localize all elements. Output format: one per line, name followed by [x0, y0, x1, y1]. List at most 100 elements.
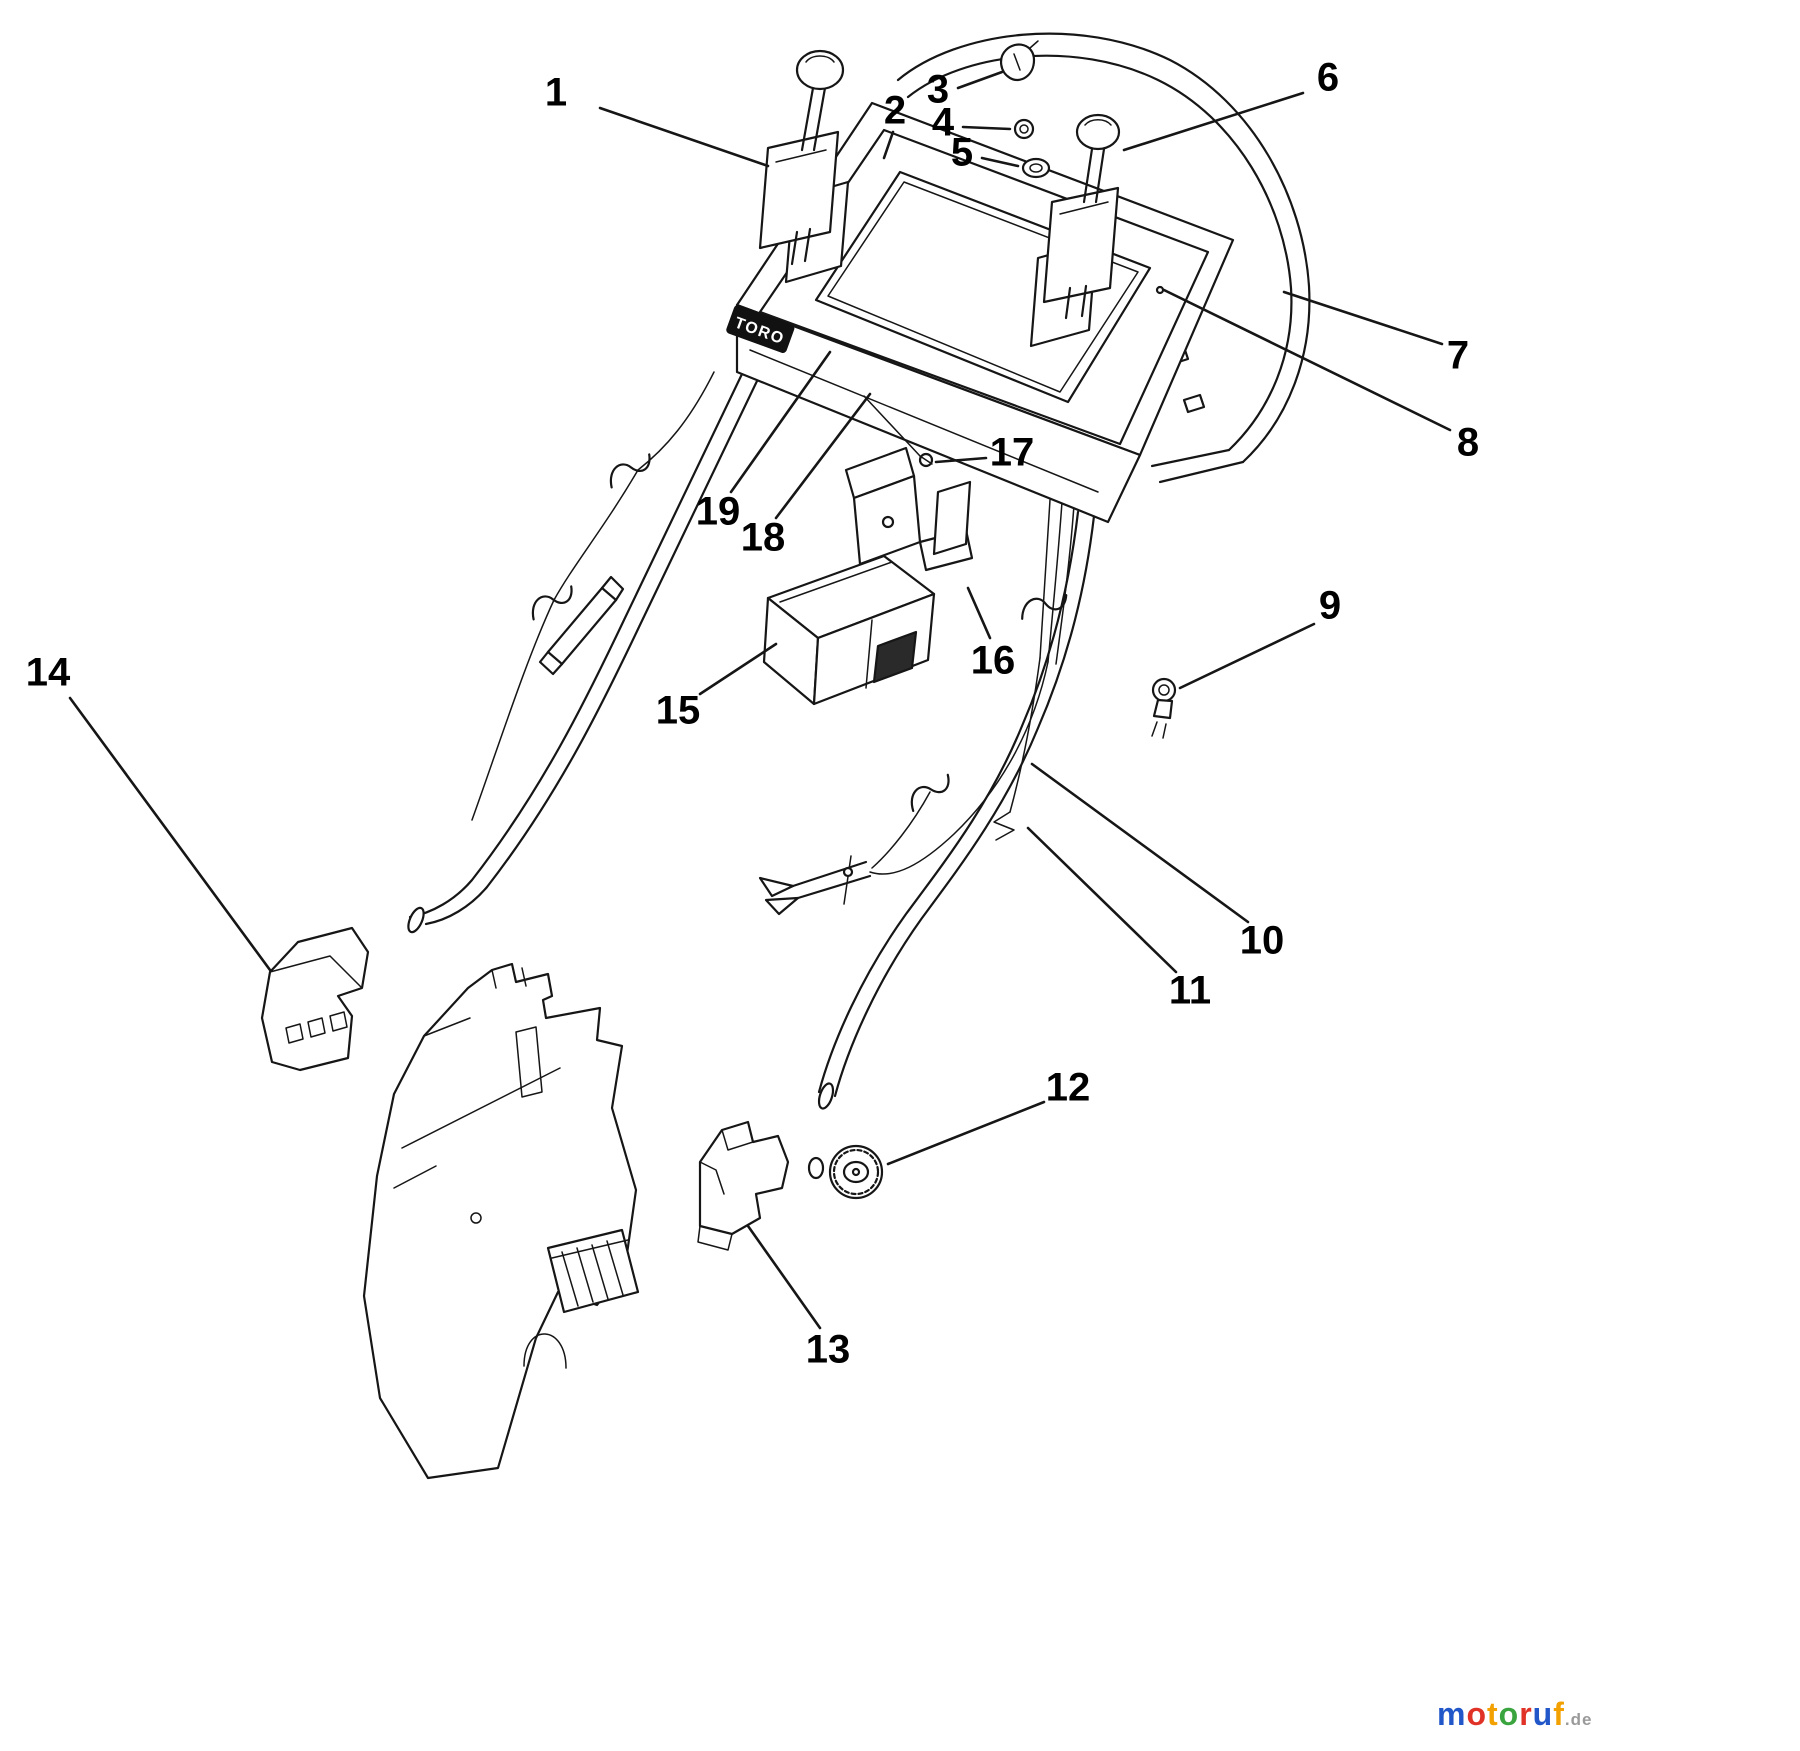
door-tab-line	[491, 969, 497, 989]
callout-number-8: 8	[1457, 421, 1479, 465]
fork-prong	[764, 896, 800, 916]
connector-slot	[307, 1017, 326, 1038]
brand-badge-plate	[726, 305, 795, 353]
cable-clip	[1021, 594, 1068, 620]
tube-end-cap	[407, 906, 425, 934]
frame-clip	[1182, 393, 1206, 414]
left-wire	[637, 371, 715, 471]
washer-hole	[1029, 163, 1043, 173]
hinge-rib	[576, 1247, 594, 1303]
callout-number-7: 7	[1447, 334, 1469, 378]
callout-leader-18	[774, 392, 872, 520]
connector-slot	[285, 1023, 304, 1044]
plug-terminal	[1162, 723, 1167, 739]
callout-leader-10	[1030, 762, 1250, 924]
cable-clip	[609, 453, 651, 489]
washer-part	[1021, 157, 1051, 179]
tube-strap-tab	[600, 575, 625, 602]
right-cable-end-run	[1009, 657, 1041, 813]
right-cable	[1039, 499, 1051, 659]
console-recess-inner	[827, 181, 1139, 393]
frame-lower-arm	[1158, 460, 1245, 484]
callout-leader-13	[746, 1224, 822, 1330]
key-slot	[1013, 53, 1021, 71]
callout-leader-6	[1122, 91, 1305, 152]
door-fold	[423, 1017, 471, 1037]
watermark-letter: o	[1498, 1696, 1520, 1732]
knob-highlight	[805, 55, 835, 63]
right-cable	[1055, 504, 1075, 665]
console-front-groove	[749, 349, 1099, 493]
callout-number-14: 14	[26, 651, 71, 695]
cable-z-end	[993, 811, 1015, 841]
door-slot	[515, 1026, 543, 1098]
right-control-lever[interactable]	[1042, 113, 1121, 320]
watermark[interactable]: motoruf.de	[1437, 1696, 1592, 1733]
box-right-face	[812, 592, 936, 706]
callout-leader-19	[729, 350, 832, 494]
watermark-letter: r	[1519, 1696, 1533, 1732]
left-handle-tube	[407, 372, 759, 934]
right-cable	[1047, 501, 1063, 663]
door-hole	[470, 1212, 482, 1224]
callout-number-3: 3	[927, 68, 949, 112]
frame-outer	[896, 32, 1311, 464]
callout-leader-9	[1178, 622, 1316, 690]
plug-body	[1151, 677, 1177, 703]
callout-leader-1	[598, 106, 770, 168]
hinge-arch	[523, 1333, 567, 1369]
callout-number-2: 2	[884, 89, 906, 133]
callout-number-6: 6	[1317, 56, 1339, 100]
callout-number-19: 19	[696, 490, 741, 534]
watermark-suffix: .de	[1564, 1710, 1593, 1729]
connector-body	[260, 926, 370, 1072]
callout-number-9: 9	[1319, 584, 1341, 628]
watermark-letter: u	[1532, 1696, 1554, 1732]
hinge-rib	[561, 1251, 579, 1307]
callout-number-18: 18	[741, 516, 786, 560]
callout-number-1: 1	[545, 71, 567, 115]
callout-number-4: 4	[932, 101, 955, 145]
brand-badge: TORO	[726, 305, 795, 353]
handle-bracket	[697, 1120, 790, 1251]
knob-ribs	[832, 1148, 880, 1196]
door-crease	[393, 1165, 437, 1189]
connector-step-line	[269, 955, 363, 989]
lever-shaft	[1082, 147, 1094, 204]
watermark-letters: motoruf	[1437, 1696, 1565, 1732]
rod-pin	[843, 855, 852, 905]
knob-highlight	[1084, 119, 1112, 126]
lever-plate	[1042, 186, 1120, 304]
left-control-lever[interactable]	[758, 49, 845, 266]
callout-number-10: 10	[1240, 919, 1285, 963]
tube-edge	[817, 510, 1080, 1094]
hand-knob[interactable]	[807, 1144, 884, 1200]
relay-box	[762, 554, 936, 706]
nut-hole	[1019, 124, 1029, 134]
mounting-bracket	[844, 446, 974, 572]
door-outline	[362, 962, 638, 1480]
callout-leader-4	[961, 125, 1012, 131]
tube-edge	[408, 372, 744, 919]
wire-connector-block	[260, 926, 370, 1072]
right-handle-tube	[817, 510, 1096, 1110]
tube-strap	[546, 586, 618, 666]
interlock-plug	[1151, 677, 1177, 739]
left-wire	[471, 599, 555, 821]
callout-number-12: 12	[1046, 1066, 1091, 1110]
lever-tab	[1064, 286, 1072, 320]
callout-number-17: 17	[990, 431, 1035, 475]
nut-part	[1013, 118, 1035, 140]
bracket-line	[699, 1161, 725, 1195]
bracket-foot	[697, 1225, 733, 1251]
callout-number-5: 5	[951, 131, 973, 175]
bracket-hole	[881, 515, 895, 529]
small-fasteners	[1000, 40, 1051, 179]
plug-center	[1158, 684, 1170, 696]
lever-tab	[790, 230, 799, 266]
lever-knob[interactable]	[795, 49, 845, 91]
callout-number-13: 13	[806, 1328, 851, 1372]
console-recess	[814, 170, 1152, 404]
